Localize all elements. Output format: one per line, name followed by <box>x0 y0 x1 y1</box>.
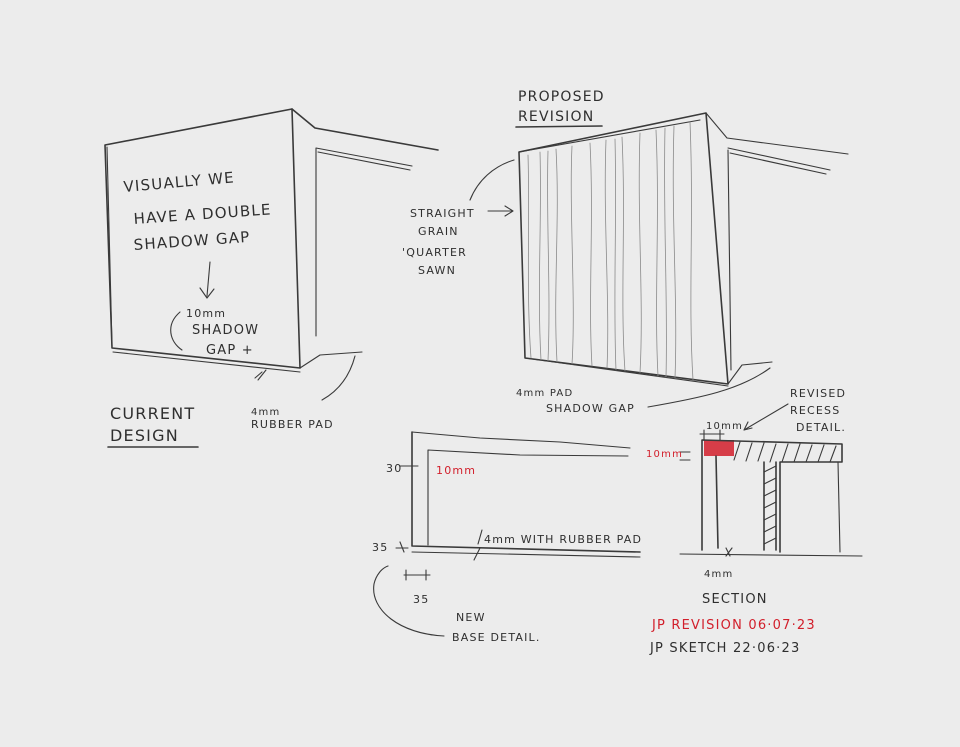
proposed-annotations: PROPOSED REVISION STRAIGHT GRAIN 'QUARTE… <box>402 89 771 415</box>
base-new-line2: BASE DETAIL. <box>452 631 541 644</box>
proposed-grain-line3: 'QUARTER <box>402 246 467 259</box>
base-dim-35-horizontal: 35 <box>413 593 429 606</box>
proposed-pad-line1: 4mm PAD <box>516 388 573 399</box>
current-note-line1: VISUALLY WE <box>123 168 236 196</box>
base-gap-label: 4mm WITH RUBBER PAD <box>484 533 642 546</box>
base-gap-tick <box>473 529 483 561</box>
base-top-line <box>411 431 631 449</box>
current-gap-line3: GAP + <box>206 343 254 358</box>
proposed-revision-cube <box>518 112 849 387</box>
base-dim-10mm: 10mm <box>436 464 476 477</box>
current-title-line1: CURRENT <box>110 404 195 423</box>
signoff: JP REVISION 06·07·23 JP SKETCH 22·06·23 <box>649 618 816 656</box>
proposed-pad-arrow <box>647 367 771 408</box>
proposed-grain-arrow <box>487 205 514 217</box>
current-note-line2: HAVE A DOUBLE <box>133 200 272 228</box>
current-design-cube <box>104 108 439 373</box>
current-cube-recess-top <box>315 147 413 337</box>
section-dim-bottom: 4mm <box>704 569 733 580</box>
base-dim-30: 30 <box>386 462 402 475</box>
current-gap-arrow <box>170 311 183 351</box>
current-gap-line1: 10mm <box>186 307 226 320</box>
section-hatching <box>733 441 837 463</box>
section-revised-line3: DETAIL. <box>796 421 846 434</box>
proposed-cube-recess <box>727 147 831 371</box>
proposed-title-line2: REVISION <box>518 109 594 125</box>
current-cube-side-bottom <box>299 351 363 369</box>
section-top-slab <box>701 439 843 553</box>
current-gap-line2: SHADOW <box>192 323 259 338</box>
section-floor <box>679 553 863 557</box>
proposed-cube-top-edge <box>518 112 849 155</box>
base-dim-ticks <box>395 465 431 581</box>
base-detail: 30 10mm 35 35 4mm WITH RUBBER PAD NEW BA… <box>372 431 642 644</box>
section-stud-hatch <box>763 465 777 545</box>
signoff-revision: JP REVISION 06·07·23 <box>651 618 816 633</box>
current-note-arrow <box>199 261 215 299</box>
current-cube-top-edge <box>291 108 439 151</box>
base-outer-panel <box>411 431 641 553</box>
base-new-arrow <box>373 565 445 637</box>
current-note-line3: SHADOW GAP <box>133 228 251 254</box>
current-pad-line1: 4mm <box>251 407 280 418</box>
section-label: SECTION <box>702 592 768 607</box>
proposed-grain-line2: GRAIN <box>418 225 459 238</box>
section-revised-line2: RECESS <box>790 404 840 417</box>
base-dim-35-vertical: 35 <box>372 541 388 554</box>
signoff-sketch: JP SKETCH 22·06·23 <box>649 641 800 656</box>
proposed-pad-line2: SHADOW GAP <box>546 402 635 415</box>
section-dim-top: 10mm <box>706 421 743 432</box>
proposed-cube-bottom <box>524 357 773 387</box>
proposed-curve-arrow <box>469 159 515 201</box>
proposed-grain-lines <box>527 121 694 381</box>
current-cube-front-double <box>106 146 301 373</box>
current-annotations: VISUALLY WE HAVE A DOUBLE SHADOW GAP 10m… <box>107 168 356 448</box>
current-pad-line2: RUBBER PAD <box>251 418 334 431</box>
proposed-grain-line4: SAWN <box>418 264 456 277</box>
section-detail: 10mm 10mm 4mm SECTION REVISED RECESS DET… <box>646 387 863 607</box>
section-dim-red: 10mm <box>646 449 683 460</box>
section-revised-arrow <box>743 403 789 431</box>
proposed-grain-line1: STRAIGHT <box>410 207 475 220</box>
proposed-title-line1: PROPOSED <box>518 89 605 105</box>
current-title-line2: DESIGN <box>110 426 179 445</box>
section-dim-ticks <box>679 429 733 557</box>
section-right-wall <box>837 461 841 553</box>
proposed-title-underline <box>515 125 603 128</box>
current-pad-arrow <box>254 369 267 381</box>
section-inner-stud <box>763 461 777 551</box>
section-red-recess <box>704 440 734 456</box>
section-revised-line1: REVISED <box>790 387 846 400</box>
base-inner-line <box>427 449 629 546</box>
base-floor-line <box>411 551 641 558</box>
current-rubber-arrow <box>321 355 356 401</box>
base-new-line1: NEW <box>456 611 486 624</box>
